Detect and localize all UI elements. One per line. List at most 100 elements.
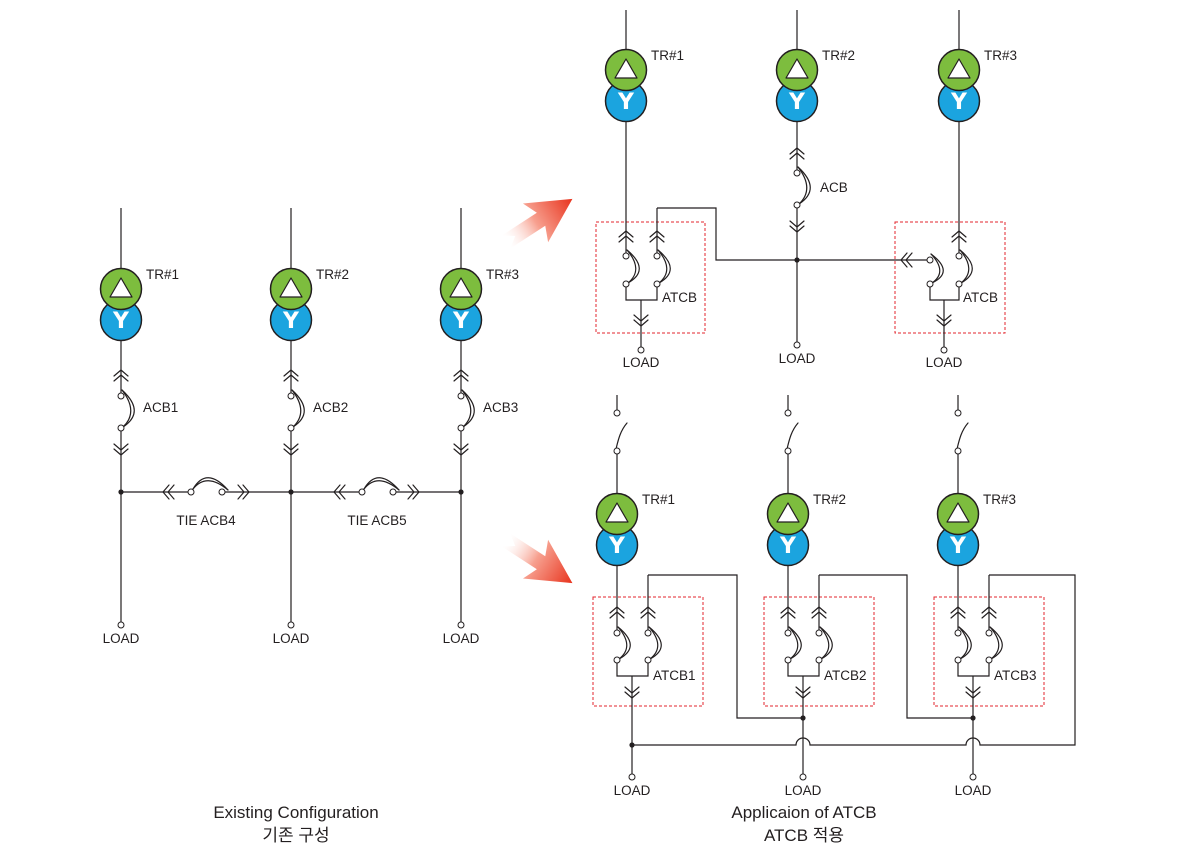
- wye-symbol: Y: [779, 534, 797, 559]
- chevron: [649, 230, 665, 238]
- breaker-arc-outer: [121, 389, 135, 428]
- chevron: [780, 606, 796, 614]
- drawout-contact-icon: [624, 686, 640, 699]
- breaker-arc-inner: [363, 480, 400, 491]
- switch-blade: [615, 422, 628, 450]
- terminal-circle: [815, 656, 823, 664]
- chevron: [453, 443, 469, 451]
- breaker-icon: [985, 626, 1003, 664]
- chevron: [453, 374, 469, 382]
- chevron: [609, 606, 625, 614]
- drawout-contact-icon: [951, 230, 967, 243]
- breaker-icon: [117, 389, 135, 432]
- breaker-icon: [622, 249, 640, 288]
- drawout-contact-icon: [649, 230, 665, 243]
- terminal-circle: [815, 629, 823, 637]
- terminal-circle: [622, 252, 630, 260]
- drawout-contact-icon: [333, 484, 346, 500]
- chevron: [624, 691, 640, 699]
- delta-triangle-icon: [605, 502, 629, 523]
- junction-dot: [800, 715, 806, 721]
- existing-configuration-diagram: YTR#1ACB1LOADYTR#2ACB2LOADYTR#3ACB3LOADT…: [99, 208, 519, 646]
- atcb-label-left: ATCB: [662, 290, 697, 305]
- chevron: [618, 230, 634, 238]
- chevron: [113, 443, 129, 451]
- breaker-arc-inner: [788, 626, 799, 660]
- load-label: LOAD: [623, 355, 660, 370]
- breaker-arc-outer: [788, 626, 802, 660]
- drawout-contact-icon: [283, 443, 299, 456]
- load-label: LOAD: [955, 783, 992, 798]
- load-label: LOAD: [926, 355, 963, 370]
- captions: Existing Configuration 기존 구성 Applicaion …: [213, 803, 876, 845]
- wye-symbol: Y: [112, 309, 130, 334]
- chevron: [936, 314, 952, 322]
- atcb-boundary-box: [595, 221, 706, 334]
- chevron: [780, 611, 796, 619]
- drawout-contact-icon: [900, 252, 913, 268]
- breaker-arc-inner: [657, 249, 668, 284]
- chevron: [936, 319, 952, 327]
- transformer-label-3: TR#3: [984, 48, 1017, 63]
- terminal-circle: [457, 621, 465, 629]
- chevron: [283, 374, 299, 382]
- wye-symbol: Y: [282, 309, 300, 334]
- breaker-arc-inner: [617, 626, 628, 660]
- breaker-arc-outer: [617, 626, 631, 660]
- transformer-icon: Y: [439, 267, 483, 342]
- wire: [929, 287, 960, 301]
- drawout-contact-icon: [633, 314, 649, 327]
- delta-triangle-icon: [785, 58, 809, 79]
- drawout-contact-icon: [780, 606, 796, 619]
- terminal-circle: [955, 252, 963, 260]
- breaker-icon: [644, 626, 662, 664]
- breaker-icon: [955, 249, 973, 288]
- terminal-circle: [985, 629, 993, 637]
- tie-acb-label-4: TIE ACB4: [176, 513, 236, 528]
- breaker-icon: [954, 626, 972, 664]
- terminal-circle: [940, 346, 948, 354]
- wire: [957, 663, 990, 677]
- disconnect-switch-icon: [613, 409, 628, 455]
- drawout-contact-icon: [789, 220, 805, 233]
- terminal-circle: [613, 656, 621, 664]
- tie-acb-label-5: TIE ACB5: [347, 513, 406, 528]
- breaker-icon: [793, 166, 811, 209]
- terminal-circle: [784, 656, 792, 664]
- terminal-circle: [644, 656, 652, 664]
- transformer-label-3: TR#3: [486, 267, 519, 282]
- chevron: [633, 314, 649, 322]
- chevron: [981, 606, 997, 614]
- drawout-contact-icon: [981, 606, 997, 619]
- drawout-contact-icon: [453, 443, 469, 456]
- chevron: [789, 152, 805, 160]
- breaker-icon: [926, 253, 944, 288]
- transformer-icon: Y: [937, 48, 981, 123]
- chevron: [965, 686, 981, 694]
- wire: [625, 287, 658, 301]
- wire: [632, 574, 1076, 746]
- chevron: [453, 448, 469, 456]
- chevron: [162, 484, 170, 500]
- arrow-upper-right-icon: [501, 198, 573, 249]
- terminal-circle: [954, 656, 962, 664]
- chevron: [789, 147, 805, 155]
- transformer-icon: Y: [99, 267, 143, 342]
- transformer-label-1: TR#1: [146, 267, 179, 282]
- wye-symbol: Y: [617, 90, 635, 115]
- chevron: [795, 691, 811, 699]
- wye-symbol: Y: [608, 534, 626, 559]
- terminal-circle: [117, 621, 125, 629]
- breaker-arc-outer: [648, 626, 662, 660]
- terminal-circle: [187, 488, 195, 496]
- delta-triangle-icon: [947, 58, 971, 79]
- terminal-circle: [653, 252, 661, 260]
- wye-symbol: Y: [788, 90, 806, 115]
- transformer-label-1: TR#1: [642, 492, 675, 507]
- terminal-circle: [793, 201, 801, 209]
- delta-triangle-icon: [109, 277, 133, 298]
- chevron: [609, 611, 625, 619]
